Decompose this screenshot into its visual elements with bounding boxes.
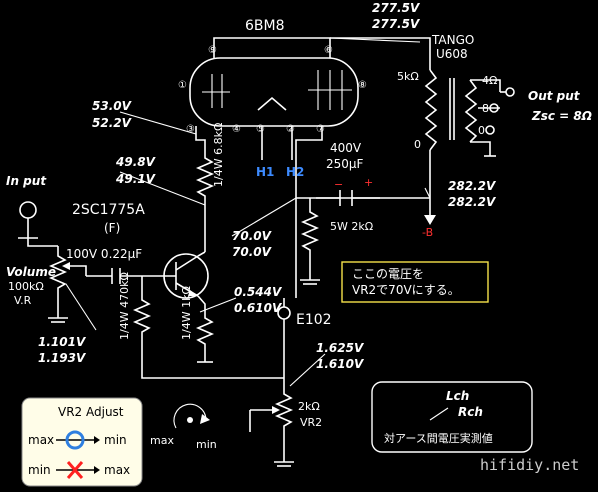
adjust-min: min: [104, 433, 127, 447]
plate-resistor-label: 1/4W 6.8kΩ: [212, 123, 225, 187]
voltage-b-plus-rch: 277.5V: [372, 17, 421, 31]
pin-label: ⑨: [208, 45, 217, 56]
pin-label: ⑥: [324, 45, 333, 56]
ot-model: U608: [436, 47, 468, 61]
ot-brand: TANGO: [431, 33, 474, 47]
cap-value: 250μF: [326, 157, 364, 171]
input-label: In put: [6, 174, 47, 188]
output-impedance: Zsc = 8Ω: [531, 109, 592, 123]
bias-resistor-label: 1/4W 470kΩ: [118, 272, 131, 340]
heater-label: H1: [256, 165, 274, 179]
voltage-vr-rch: 1.610V: [316, 357, 365, 371]
measurement-legend: Lch Rch 対アース間電圧実測値: [371, 381, 533, 453]
voltage-cathode-lch: 282.2V: [448, 179, 497, 193]
adjust-max: max: [28, 433, 54, 447]
voltage-collector-lch: 49.8V: [115, 155, 157, 169]
knob-max: max: [150, 434, 174, 447]
adjust-min-2: min: [28, 463, 51, 477]
cathode-resistor-power: 5W 2kΩ: [330, 220, 373, 233]
vr2-label: VR2: [300, 416, 322, 429]
volume-label: Volume: [6, 265, 56, 279]
transistor-name: 2SC1775A: [72, 202, 145, 218]
b-minus-label: -B: [422, 226, 433, 239]
voltage-b-plus-lch: 277.5V: [372, 1, 421, 15]
voltage-emitter-lch: 0.544V: [234, 285, 283, 299]
legend-lch: Lch: [446, 389, 469, 403]
volume-type: V.R: [14, 294, 32, 307]
ok-circle-icon: [65, 430, 85, 450]
voltage-input-lch: 1.101V: [38, 335, 87, 349]
tube-pins: ⑨ ⑥ ① ⑧ ③ ④ ⑤ ② ⑦: [178, 45, 367, 135]
coupling-cap-label: 100V 0.22μF: [66, 247, 142, 261]
transistor-grade: (F): [104, 221, 120, 235]
pin-label: ①: [178, 80, 187, 91]
voltage-cathode-rch: 282.2V: [448, 195, 497, 209]
labels: 6BM8 H1 H2 277.5V 277.5V 53.0V 52.2V 49.…: [6, 1, 592, 429]
voltage-collector-rch: 49.1V: [115, 172, 157, 186]
adjust-title: VR2 Adjust: [58, 405, 124, 419]
pin-label: ②: [286, 124, 295, 135]
watermark: hifidiy.net: [480, 456, 579, 474]
wires: [18, 37, 515, 467]
diode-label: E102: [296, 312, 332, 328]
pin-label: ⑤: [256, 124, 265, 135]
note-line-1: ここの電圧を: [352, 267, 424, 281]
voltage-plate-lch: 53.0V: [92, 99, 133, 113]
output-label: Out put: [528, 89, 581, 103]
voltage-vr-lch: 1.625V: [316, 341, 365, 355]
pin-label: ④: [232, 124, 241, 135]
voltage-input-rch: 1.193V: [38, 351, 87, 365]
tube-name: 6BM8: [245, 18, 285, 34]
cap-minus: −: [334, 178, 343, 191]
ot-0ohm: 0: [478, 124, 485, 137]
ot-8ohm: 8: [482, 102, 489, 115]
cross-icon: [66, 461, 84, 479]
volume-value: 100kΩ: [8, 280, 44, 293]
voltage-base-rch: 70.0V: [232, 245, 273, 259]
rotation-knob-icon: max min: [150, 403, 217, 451]
voltage-plate-rch: 52.2V: [92, 116, 133, 130]
cap-voltage: 400V: [330, 141, 362, 155]
adjust-max-2: max: [104, 463, 130, 477]
legend-description: 対アース間電圧実測値: [384, 431, 493, 445]
note-line-2: VR2で70Vにする。: [352, 283, 460, 297]
adjust-note: ここの電圧を VR2で70Vにする。: [341, 261, 489, 303]
cap-plus: +: [364, 176, 373, 189]
ot-4ohm: 4Ω: [482, 74, 497, 87]
voltage-base-lch: 70.0V: [232, 229, 273, 243]
ot-primary-tap: 0: [414, 138, 421, 151]
measurement-leaders: [65, 37, 431, 387]
pin-label: ⑦: [316, 124, 325, 135]
emitter-resistor-label: 1/4W 1kΩ: [180, 286, 193, 340]
vr2-value: 2kΩ: [298, 400, 320, 413]
ot-primary: 5kΩ: [397, 70, 419, 83]
voltage-emitter-rch: 0.610V: [234, 301, 283, 315]
heater-label: H2: [286, 165, 304, 179]
vr2-adjust-legend: VR2 Adjust max min min max: [21, 397, 143, 487]
knob-min: min: [196, 438, 217, 451]
pin-label: ③: [186, 124, 195, 135]
legend-rch: Rch: [458, 405, 483, 419]
pin-label: ⑧: [358, 80, 367, 91]
